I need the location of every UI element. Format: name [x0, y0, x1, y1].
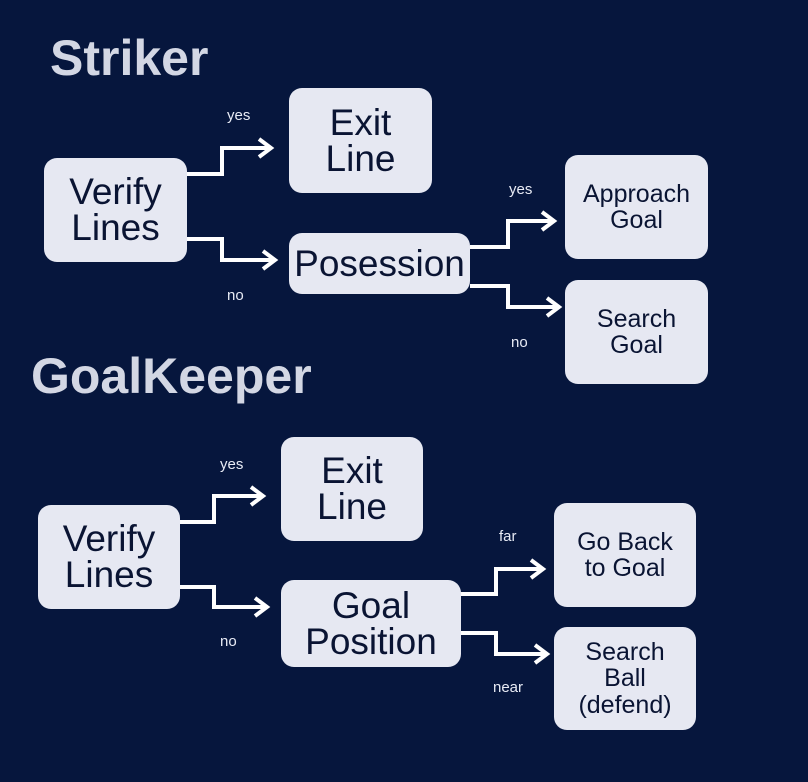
arrowhead-gk-verify-to-exit — [249, 485, 267, 507]
striker-exit-line-node: Exit Line — [289, 88, 432, 193]
arrow-striker-posession-to-search — [470, 284, 556, 309]
arrow-striker-verify-to-posession — [187, 237, 272, 262]
goalkeeper-go-back-to-goal-node: Go Back to Goal — [554, 503, 696, 607]
arrow-striker-verify-to-exit — [187, 146, 268, 176]
goalkeeper-goal-position-node: Goal Position — [281, 580, 461, 667]
striker-approach-goal-node: Approach Goal — [565, 155, 708, 259]
goalkeeper-search-ball-label: Search Ball (defend) — [578, 638, 672, 719]
arrowhead-gk-verify-to-goal-position — [253, 596, 271, 618]
goalkeeper-search-ball-node: Search Ball (defend) — [554, 627, 696, 730]
goalkeeper-verify-lines-node: Verify Lines — [38, 505, 180, 609]
striker-title: Striker — [50, 30, 209, 86]
arrow-gk-verify-to-exit — [180, 494, 260, 524]
striker-edge-no-1: no — [227, 287, 244, 304]
arrowhead-gk-goal-position-to-go-back — [529, 558, 547, 580]
arrowhead-striker-verify-to-exit — [257, 137, 275, 159]
striker-search-goal-node: Search Goal — [565, 280, 708, 384]
striker-edge-no-2: no — [511, 334, 528, 351]
goalkeeper-go-back-to-goal-label: Go Back to Goal — [577, 527, 673, 582]
striker-posession-label: Posession — [294, 242, 465, 284]
arrowhead-striker-posession-to-approach — [540, 210, 558, 232]
striker-verify-lines-label: Verify Lines — [69, 171, 162, 248]
striker-exit-line-label: Exit Line — [325, 101, 396, 179]
arrow-gk-verify-to-goal-position — [180, 585, 264, 609]
arrowhead-gk-goal-position-to-search-ball — [533, 643, 551, 665]
goalkeeper-title: GoalKeeper — [31, 348, 312, 404]
arrow-gk-goal-position-to-go-back — [455, 567, 540, 596]
arrowhead-striker-verify-to-posession — [261, 249, 279, 271]
goalkeeper-exit-line-node: Exit Line — [281, 437, 423, 541]
arrow-gk-goal-position-to-search-ball — [455, 631, 544, 656]
arrow-striker-posession-to-approach — [470, 219, 551, 249]
goalkeeper-edge-yes: yes — [220, 456, 244, 473]
striker-edge-yes-2: yes — [509, 181, 533, 198]
goalkeeper-edge-no: no — [220, 633, 237, 650]
goalkeeper-goal-position-label: Goal Position — [305, 584, 437, 662]
goalkeeper-edge-far: far — [499, 528, 517, 545]
arrowhead-striker-posession-to-search — [545, 296, 563, 318]
striker-edge-yes-1: yes — [227, 107, 251, 124]
striker-verify-lines-node: Verify Lines — [44, 158, 187, 262]
striker-approach-goal-label: Approach Goal — [582, 179, 691, 234]
goalkeeper-edge-near: near — [493, 679, 524, 696]
goalkeeper-exit-line-label: Exit Line — [317, 450, 387, 527]
goalkeeper-verify-lines-label: Verify Lines — [62, 518, 156, 595]
striker-search-goal-label: Search Goal — [596, 304, 677, 359]
striker-posession-node: Posession — [289, 233, 470, 294]
